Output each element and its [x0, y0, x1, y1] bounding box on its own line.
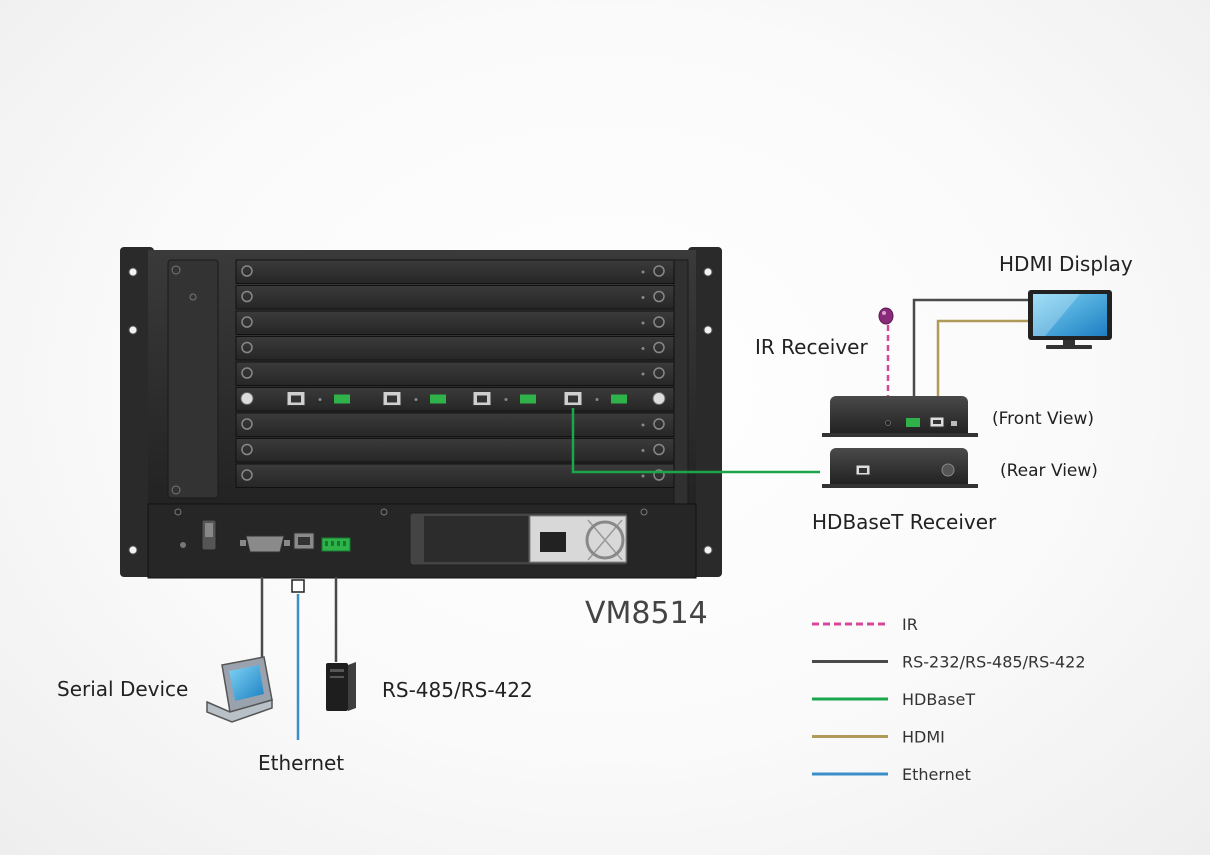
- hdmi-cable: [936, 319, 1030, 396]
- legend-label: Ethernet: [902, 765, 971, 784]
- cables: [260, 298, 1030, 740]
- blank-slot-cover: [235, 259, 675, 284]
- legend-label: HDMI: [902, 728, 945, 747]
- serial-device-label: Serial Device: [57, 677, 188, 701]
- blank-slot-cover: [235, 285, 675, 310]
- rs485-rs422-label: RS-485/RS-422: [382, 678, 533, 702]
- legend-item: Ethernet: [812, 765, 971, 784]
- ethernet-label: Ethernet: [258, 751, 344, 775]
- ir-receiver-label: IR Receiver: [755, 335, 868, 359]
- reset-button: [180, 542, 186, 548]
- model-label: VM8514: [585, 596, 708, 631]
- serial-port: [245, 535, 285, 553]
- serial-device-icon: [206, 656, 273, 723]
- legend-item: IR: [812, 615, 918, 634]
- hdbaset-receiver-front: [822, 396, 978, 437]
- blank-slot-cover: [235, 438, 675, 463]
- blank-slot-cover: [235, 361, 675, 386]
- legend-item: HDMI: [812, 728, 945, 747]
- hdmi-display-label: HDMI Display: [999, 252, 1133, 276]
- rs485-device-icon: [326, 662, 356, 711]
- legend-item: HDBaseT: [812, 690, 975, 709]
- card-slots: [235, 259, 675, 488]
- hdbaset-receiver-label: HDBaseT Receiver: [812, 510, 997, 534]
- blank-slot-cover: [235, 336, 675, 361]
- left-handle: [167, 259, 219, 499]
- receiver-serial-cable: [912, 298, 1030, 396]
- blank-slot-cover: [235, 310, 675, 335]
- legend-label: RS-232/RS-485/RS-422: [902, 653, 1086, 672]
- left-rack-ear: [120, 247, 154, 577]
- blank-slot-cover: [235, 463, 675, 488]
- hdbaset-cable: [571, 408, 820, 474]
- legend-item: RS-232/RS-485/RS-422: [812, 653, 1086, 672]
- hdbaset-output-card: [235, 387, 675, 412]
- right-rack-ear: [688, 247, 722, 577]
- vm8514-chassis: [120, 247, 722, 579]
- blank-slot-cover: [235, 412, 675, 437]
- rear-view-label: (Rear View): [1000, 461, 1098, 481]
- front-view-label: (Front View): [992, 409, 1094, 429]
- hdmi-display-icon: [1028, 290, 1112, 349]
- legend-label: IR: [902, 615, 918, 634]
- hdbaset-receiver-rear: [822, 448, 978, 488]
- legend-label: HDBaseT: [902, 690, 975, 709]
- ethernet-plug: [291, 579, 305, 593]
- ir-receiver-sensor: [878, 307, 894, 325]
